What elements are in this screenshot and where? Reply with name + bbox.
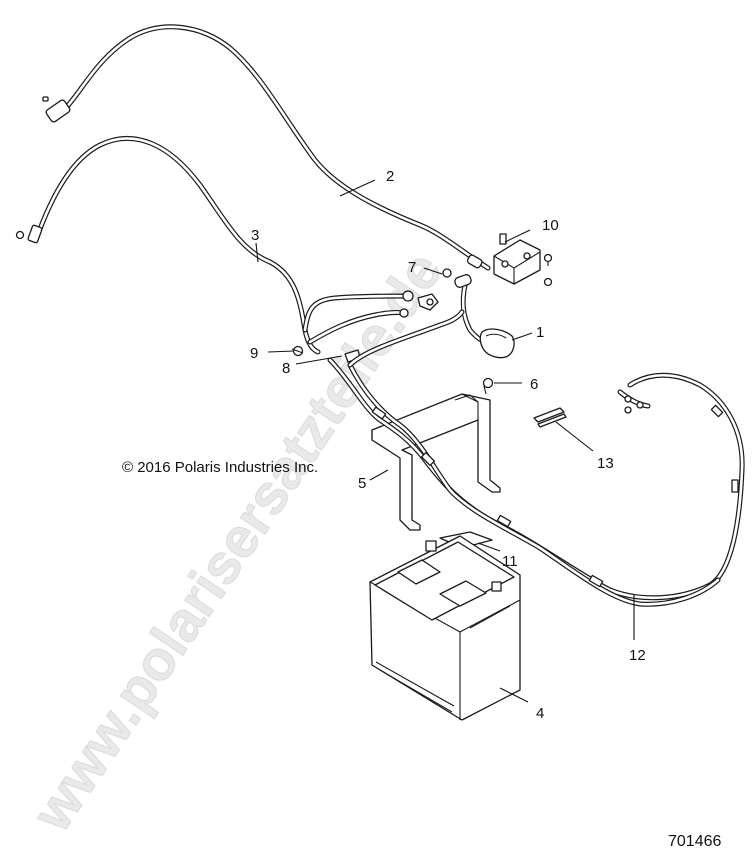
watermark: www.polarisersatzteile.de xyxy=(19,241,453,843)
callout-10: 10 xyxy=(542,217,559,234)
part-4-battery xyxy=(369,535,521,721)
copyright-notice: © 2016 Polaris Industries Inc. xyxy=(122,459,318,476)
callout-9: 9 xyxy=(250,345,258,362)
part-7-nut xyxy=(442,268,452,278)
callout-6: 6 xyxy=(530,376,538,393)
part-6-screw xyxy=(482,377,494,395)
callout-2: 2 xyxy=(386,168,394,185)
part-10-solenoid xyxy=(493,233,553,287)
cable-12 xyxy=(327,309,745,607)
callout-11: 11 xyxy=(502,553,518,570)
callout-labels: 1 2 3 4 5 6 7 8 9 10 11 12 13 xyxy=(250,168,646,722)
cable-2 xyxy=(42,24,491,271)
callout-7: 7 xyxy=(408,259,416,276)
callout-5: 5 xyxy=(358,475,366,492)
callout-3: 3 xyxy=(251,227,259,244)
cable-3 xyxy=(15,135,439,355)
document-number: 701466 xyxy=(668,833,721,850)
callout-1: 1 xyxy=(536,324,544,341)
callout-4: 4 xyxy=(536,705,544,722)
leader-lines xyxy=(255,179,635,703)
callout-13: 13 xyxy=(597,455,614,472)
part-1-boot xyxy=(479,328,515,359)
callout-12: 12 xyxy=(629,647,646,664)
callout-8: 8 xyxy=(282,360,290,377)
part-5-bracket xyxy=(371,393,501,531)
part-13-strap xyxy=(533,407,567,428)
